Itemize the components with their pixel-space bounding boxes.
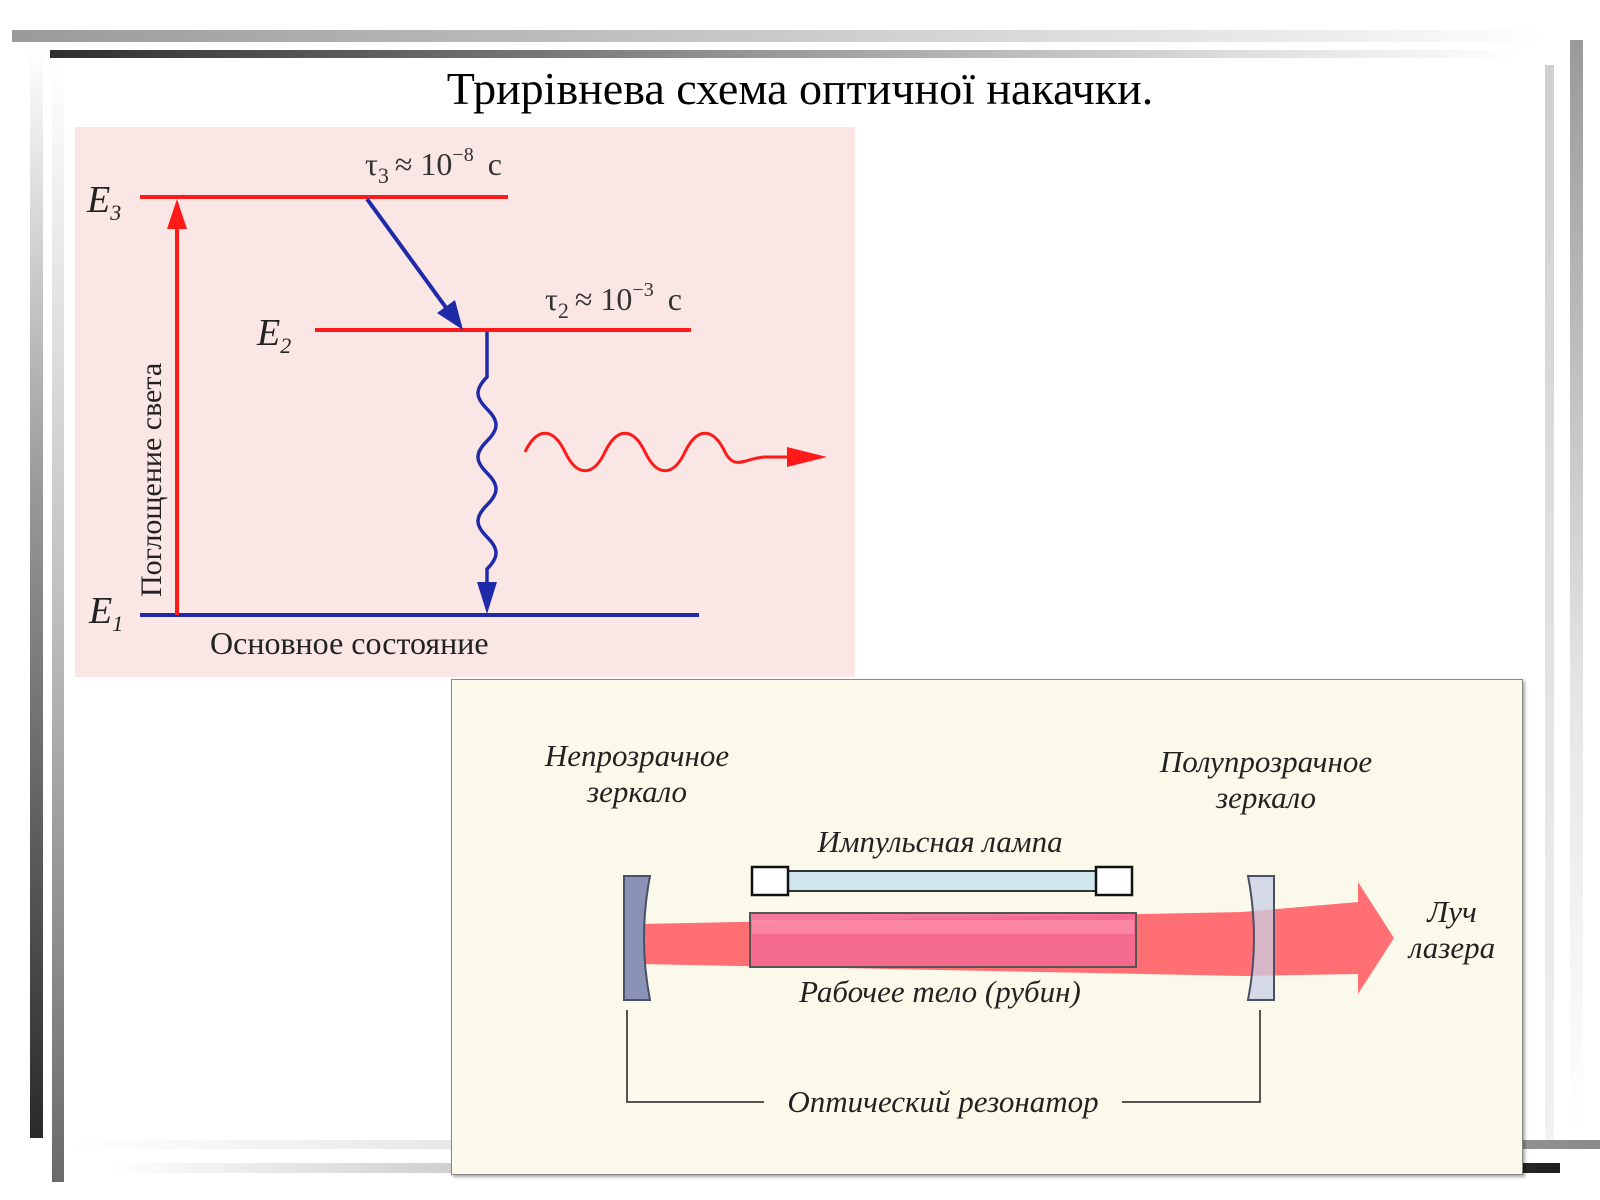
relaxation-arrow-shaft	[365, 197, 449, 311]
opaque-mirror	[623, 875, 652, 1001]
flash-lamp-left-electrode	[750, 865, 790, 897]
semitransparent-mirror-label-line2: зеркало	[1215, 780, 1316, 815]
opaque-mirror-label-line1: Непрозрачное	[544, 738, 730, 773]
semitransparent-mirror	[1246, 875, 1275, 1001]
frame-right-bar-light	[1545, 65, 1554, 1145]
laser-beam-label-line1: Луч	[1426, 894, 1477, 929]
flash-lamp-right-electrode	[1094, 865, 1134, 897]
laser-beam-output	[1242, 882, 1394, 994]
ground-state-label: Основное состояние	[210, 625, 489, 661]
emission-transition-arrow-head	[477, 582, 497, 614]
flash-lamp-tube	[783, 870, 1101, 892]
resonator-label: Оптический резонатор	[787, 1084, 1098, 1119]
absorption-arrow-head	[167, 199, 187, 229]
frame-left-bar-light	[52, 62, 64, 1182]
semitransparent-mirror-label-line1: Полупрозрачное	[1159, 744, 1372, 779]
laser-schematic-svg: Непрозрачное зеркало Полупрозрачное зерк…	[544, 738, 1495, 1119]
resonator-bracket-right	[1122, 1010, 1261, 1103]
frame-top-bar-dark	[50, 50, 1520, 58]
relaxation-arrow-head	[437, 300, 463, 330]
level-e3-label: E3	[86, 179, 121, 225]
slide-title: Трирівнева схема оптичної накачки.	[446, 63, 1154, 114]
flash-lamp-label: Импульсная лампа	[816, 824, 1062, 859]
emitted-photon-arrow-head	[787, 447, 827, 467]
opaque-mirror-label-line2: зеркало	[586, 774, 687, 809]
laser-schematic: Непрозрачное зеркало Полупрозрачное зерк…	[451, 679, 1523, 1175]
frame-right-bar	[1570, 40, 1583, 1140]
frame-left-bar	[30, 48, 43, 1138]
ruby-rod-label: Рабочее тело (рубин)	[798, 974, 1081, 1009]
level-e1-label: E1	[88, 590, 123, 636]
ruby-rod-highlight	[752, 920, 1134, 934]
laser-beam-label-line2: лазера	[1407, 930, 1495, 965]
absorption-label: Поглощение света	[135, 363, 168, 597]
level-e2-label: E2	[256, 312, 291, 358]
emitted-photon-wave	[523, 431, 787, 473]
emission-transition-wave	[476, 332, 498, 589]
frame-top-bar	[12, 30, 1542, 42]
resonator-bracket-left	[626, 1010, 764, 1103]
